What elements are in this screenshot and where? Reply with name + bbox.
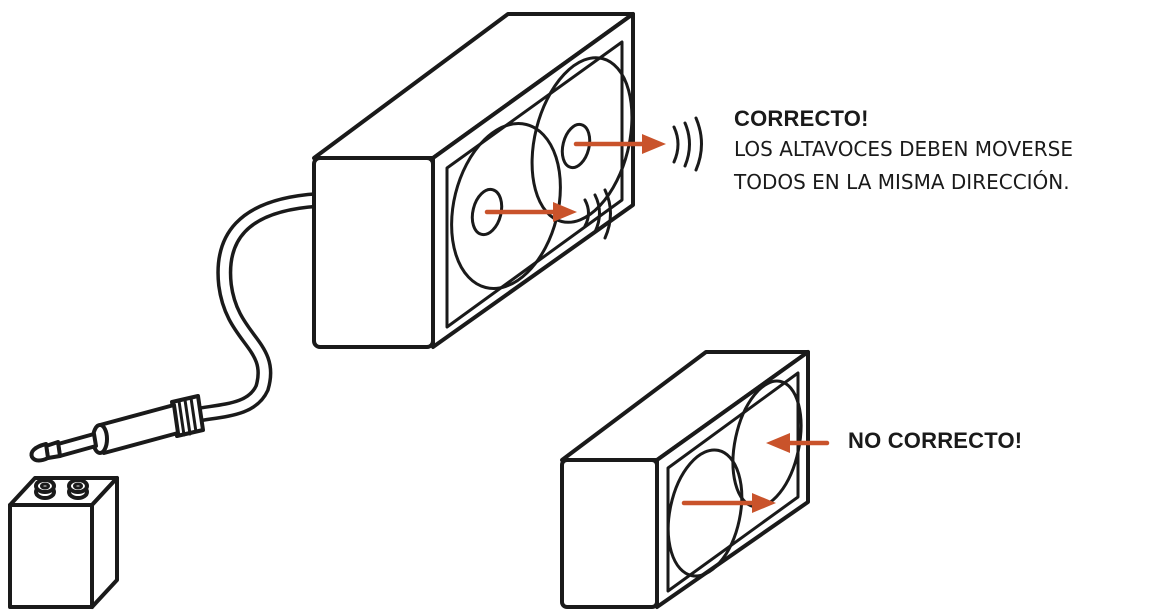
correct-explanation-line-1: LOS ALTAVOCES DEBEN MOVERSE	[734, 137, 1073, 161]
battery-terminal-positive	[67, 478, 89, 500]
incorrect-title: NO CORRECTO!	[848, 428, 1023, 453]
speaker-side-face	[560, 458, 659, 609]
woofer-left	[666, 448, 744, 578]
correct-title: CORRECTO!	[734, 106, 869, 131]
arrow-outward-left	[484, 202, 577, 222]
jack-plug	[29, 394, 205, 463]
arrow-outward	[681, 493, 776, 513]
speaker-incorrect	[560, 350, 830, 609]
speaker-side-face	[312, 156, 435, 349]
speaker-cable	[188, 192, 326, 423]
speaker-correct	[312, 12, 703, 349]
woofer-right	[530, 56, 634, 224]
sound-waves-left	[583, 188, 612, 240]
battery	[8, 476, 119, 609]
arrow-inward	[766, 433, 830, 453]
sound-waves-right	[672, 116, 703, 172]
battery-terminal-negative	[34, 478, 56, 500]
arrow-outward-right	[573, 134, 666, 154]
correct-explanation-line-2: TODOS EN LA MISMA DIRECCIÓN.	[734, 170, 1070, 194]
